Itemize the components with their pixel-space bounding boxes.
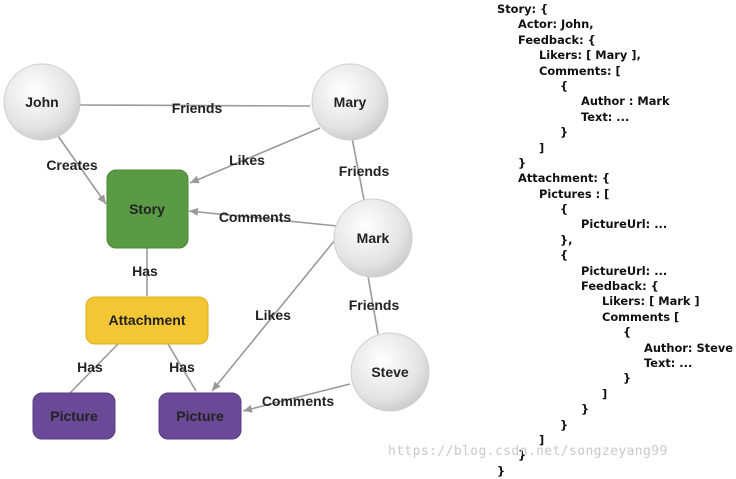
code-line: Feedback: { xyxy=(581,279,659,294)
node-story-label: Story xyxy=(129,201,165,217)
edge-mary-mark xyxy=(351,137,365,201)
code-line: Text: ... xyxy=(644,355,693,370)
edge-john-mary xyxy=(74,104,311,107)
code-line: } xyxy=(560,125,569,140)
node-attachment-label: Attachment xyxy=(108,312,185,328)
code-line: } xyxy=(518,448,527,463)
graph-diagram: John Mary Mark Steve Story Attachment Pi… xyxy=(3,63,430,440)
node-mark: Mark xyxy=(333,198,413,278)
code-line: Author : Mark xyxy=(581,94,670,109)
edge-label-john-mary: Friends xyxy=(172,100,223,116)
code-line: Comments [ xyxy=(602,309,680,324)
edge-label-attachment-picture1: Has xyxy=(77,359,103,375)
code-line: } xyxy=(623,371,632,386)
code-line: }, xyxy=(560,232,573,247)
code-line: PictureUrl: ... xyxy=(581,217,668,232)
edge-steve-picture2 xyxy=(242,383,351,413)
node-mark-label: Mark xyxy=(357,230,390,246)
code-line: Story: { xyxy=(497,2,549,16)
node-steve-label: Steve xyxy=(371,364,409,380)
code-line: Pictures : [ xyxy=(539,186,610,201)
node-story: Story xyxy=(106,169,189,249)
code-line: ] xyxy=(602,386,608,401)
code-line: Actor: John, xyxy=(518,17,594,32)
node-steve: Steve xyxy=(350,332,430,412)
code-line: Author: Steve xyxy=(644,340,733,355)
edge-john-story xyxy=(57,135,107,205)
json-structure-text: Story: {Actor: John,Feedback: {Likers: [… xyxy=(497,2,733,479)
code-line: { xyxy=(560,202,569,217)
code-line: Feedback: { xyxy=(518,32,596,47)
code-line: } xyxy=(497,463,506,478)
edge-label-attachment-picture2: Has xyxy=(169,359,195,375)
node-picture-1-label: Picture xyxy=(50,408,98,424)
code-line: { xyxy=(560,78,569,93)
code-line: Likers: [ Mary ], xyxy=(539,48,641,63)
code-line: Text: ... xyxy=(581,109,630,124)
edge-attachment-picture1 xyxy=(69,343,119,394)
edge-mark-story xyxy=(188,207,338,227)
edge-label-mark-steve: Friends xyxy=(349,297,400,313)
node-picture-1: Picture xyxy=(32,392,116,440)
edge-label-mary-story: Likes xyxy=(229,152,265,168)
edge-attachment-picture2 xyxy=(167,343,197,392)
node-mary-label: Mary xyxy=(334,94,367,110)
node-john: John xyxy=(3,63,81,141)
code-line: { xyxy=(560,248,569,263)
code-line: { xyxy=(623,325,632,340)
node-attachment: Attachment xyxy=(85,296,209,345)
code-line: } xyxy=(560,417,569,432)
edge-mark-steve xyxy=(367,275,379,335)
code-line: } xyxy=(518,155,527,170)
edge-label-story-attachment: Has xyxy=(132,263,158,279)
watermark: https://blog.csdn.net/songzeyang99 xyxy=(388,444,668,459)
edge-mark-picture2 xyxy=(211,239,336,392)
edge-label-steve-picture2: Comments xyxy=(262,393,335,409)
node-mary: Mary xyxy=(311,63,389,141)
node-picture-2: Picture xyxy=(158,392,242,440)
edge-label-john-story: Creates xyxy=(46,157,98,173)
code-line: ] xyxy=(539,432,545,447)
code-line: Attachment: { xyxy=(518,171,611,186)
node-john-label: John xyxy=(25,94,58,110)
edge-label-mary-mark: Friends xyxy=(339,163,390,179)
edge-mary-story xyxy=(189,127,321,184)
code-line: Likers: [ Mark ] xyxy=(602,294,700,309)
code-line: Comments: [ xyxy=(539,63,621,78)
code-line: ] xyxy=(539,140,545,155)
code-line: } xyxy=(581,402,590,417)
edge-label-mark-picture2: Likes xyxy=(255,307,291,323)
edge-label-mark-story: Comments xyxy=(219,209,292,225)
node-picture-2-label: Picture xyxy=(176,408,224,424)
code-line: PictureUrl: ... xyxy=(581,263,668,278)
